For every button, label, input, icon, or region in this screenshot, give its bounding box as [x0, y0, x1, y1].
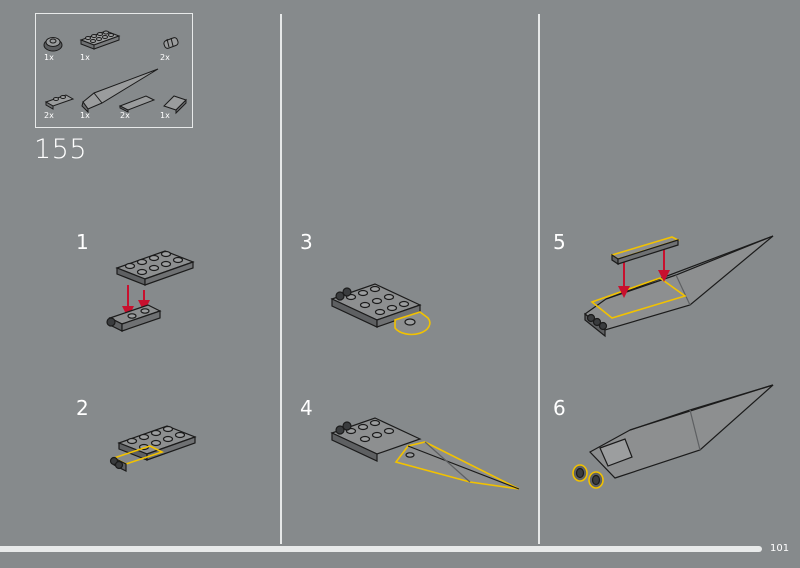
wedge-spike-icon: [81, 68, 159, 114]
page-number: 101: [770, 543, 790, 554]
parts-list-art: [43, 30, 187, 115]
step6-illustration: [572, 384, 774, 489]
step4-illustration: [330, 417, 520, 490]
substep-number: 5: [553, 230, 566, 254]
step5-illustration: [584, 235, 774, 338]
part-qty: 1x: [160, 111, 170, 120]
footer-bar: [0, 546, 762, 552]
substep-number: 2: [76, 396, 89, 420]
parts-list-box: 1x 1x 2x 2x 1x 2x 1x: [35, 13, 193, 128]
slope-tile-icon: [163, 95, 187, 115]
part-qty: 1x: [80, 53, 90, 62]
step3-illustration: [330, 283, 431, 336]
substep-number: 1: [76, 230, 89, 254]
substep-number: 6: [553, 396, 566, 420]
column-divider: [538, 14, 540, 544]
part-qty: 2x: [120, 111, 130, 120]
column-divider: [280, 14, 282, 544]
part-qty: 1x: [80, 111, 90, 120]
part-qty: 2x: [160, 53, 170, 62]
main-step-number: 155: [34, 134, 88, 165]
plate-2x4-icon: [79, 30, 121, 50]
hinge-cylinder-icon: [163, 37, 179, 49]
step2-illustration: [109, 425, 197, 472]
tile-1x4-icon: [118, 95, 156, 113]
plate-hinge-1x2-icon: [44, 94, 75, 110]
step1-illustration: [106, 250, 195, 332]
part-qty: 2x: [44, 111, 54, 120]
substep-number: 3: [300, 230, 313, 254]
part-qty: 1x: [44, 53, 54, 62]
round-turntable-icon: [43, 37, 63, 52]
substep-number: 4: [300, 396, 313, 420]
